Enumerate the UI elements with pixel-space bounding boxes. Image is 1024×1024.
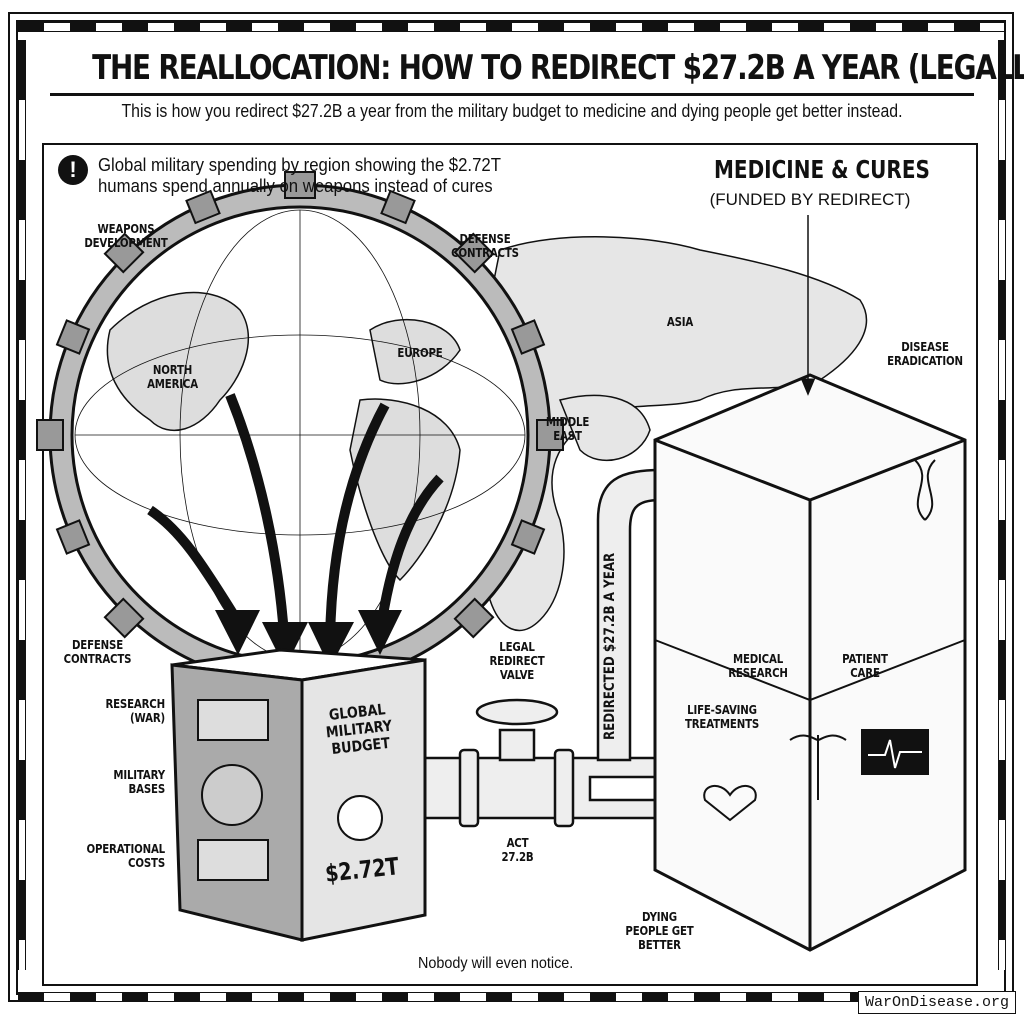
- note-text: Global military spending by region showi…: [98, 155, 501, 196]
- footnote: Nobody will even notice.: [418, 955, 574, 972]
- left-ruler: [18, 40, 26, 970]
- label-disease-eradication: DISEASE ERADICATION: [887, 340, 963, 368]
- right-ruler: [998, 40, 1006, 970]
- building-floor: [654, 639, 966, 702]
- globe-grid: [74, 209, 526, 661]
- safe-side-panel-bottom: [197, 839, 269, 881]
- medicine-icons: [703, 459, 936, 822]
- label-middle-east: MIDDLE EAST: [545, 415, 590, 443]
- label-military-bases: MILITARY BASES: [113, 768, 165, 796]
- label-asia: ASIA: [666, 315, 694, 329]
- arrow-out-2: [225, 393, 290, 651]
- page-subtitle: This is how you redirect $27.2B a year f…: [121, 101, 903, 121]
- arrow-out-1: [147, 505, 245, 628]
- label-patient-care: PATIENT CARE: [842, 652, 888, 680]
- safe-dial: [337, 795, 383, 841]
- arrow-head-4: [358, 610, 402, 655]
- north-america-shape: [106, 291, 249, 431]
- title-underline: [50, 93, 974, 96]
- world-map: [449, 236, 868, 631]
- dollar-arrows: [147, 393, 444, 651]
- illustration-panel: [42, 143, 978, 986]
- label-life-saving-treatments: LIFE-SAVING TREATMENTS: [684, 703, 760, 731]
- label-defense-contracts-top: DEFENSE CONTRACTS: [451, 232, 519, 260]
- arrow-heads: [215, 610, 402, 668]
- label-medical-research: MEDICAL RESEARCH: [728, 652, 788, 680]
- safe-side-gear: [201, 764, 263, 826]
- valve-wheel: [475, 698, 559, 726]
- brand-link[interactable]: WarOnDisease.org: [857, 991, 1016, 1014]
- pointer-arrow-head: [800, 378, 816, 396]
- label-operational-costs: OPERATIONAL COSTS: [86, 842, 165, 870]
- page-title: THE REALLOCATION: HOW TO REDIRECT $27.2B…: [92, 48, 1024, 88]
- dna-icon: [914, 459, 936, 521]
- africa-shape: [349, 398, 461, 582]
- pipe-flange-1: [458, 748, 480, 828]
- label-north-america: NORTH AMERICA: [147, 363, 198, 391]
- pipe-flange-2: [553, 748, 575, 828]
- valve-body: [498, 728, 536, 762]
- arrow-head-2: [262, 622, 308, 668]
- label-research-war: RESEARCH (WAR): [105, 697, 165, 725]
- arrow-out-3: [325, 402, 390, 651]
- label-defense-contracts-left: DEFENSE CONTRACTS: [63, 638, 132, 666]
- europe-shape: [369, 318, 461, 385]
- safe-side-panel-top: [197, 699, 269, 741]
- arrow-head-1: [215, 610, 260, 655]
- eurasia-africa-landmass: [449, 236, 868, 631]
- info-note: ! Global military spending by region sho…: [58, 155, 538, 197]
- label-weapons-development: WEAPONS DEVELOPMENT: [84, 222, 168, 250]
- globe-continents: [106, 291, 461, 582]
- arrow-out-4: [375, 474, 444, 636]
- label-dying-people: DYING PEOPLE GET BETTER: [625, 910, 694, 952]
- safe: [170, 648, 427, 942]
- heart-icon: [703, 785, 757, 822]
- medicine-subtitle: (FUNDED BY REDIRECT): [709, 190, 911, 209]
- label-europe: EUROPE: [397, 346, 443, 360]
- label-legal-redirect-valve[interactable]: LEGAL REDIRECT VALVE: [489, 640, 545, 682]
- exclamation-icon: !: [58, 155, 88, 185]
- arrow-head-3: [308, 622, 354, 668]
- medicine-title: MEDICINE & CURES: [714, 155, 930, 184]
- caduceus-wings: [789, 734, 847, 742]
- top-ruler: [18, 22, 1004, 32]
- label-redirected-vertical: REDIRECTED $27.2B A YEAR: [602, 552, 618, 740]
- middle-east-landmass: [558, 394, 651, 462]
- label-act: ACT 27.2B: [501, 836, 534, 864]
- heartbeat-line: [868, 739, 922, 769]
- safe-door-label: GLOBAL MILITARY BUDGET: [325, 700, 393, 758]
- bottom-ruler: [18, 992, 1004, 1002]
- medicine-building: [653, 215, 967, 952]
